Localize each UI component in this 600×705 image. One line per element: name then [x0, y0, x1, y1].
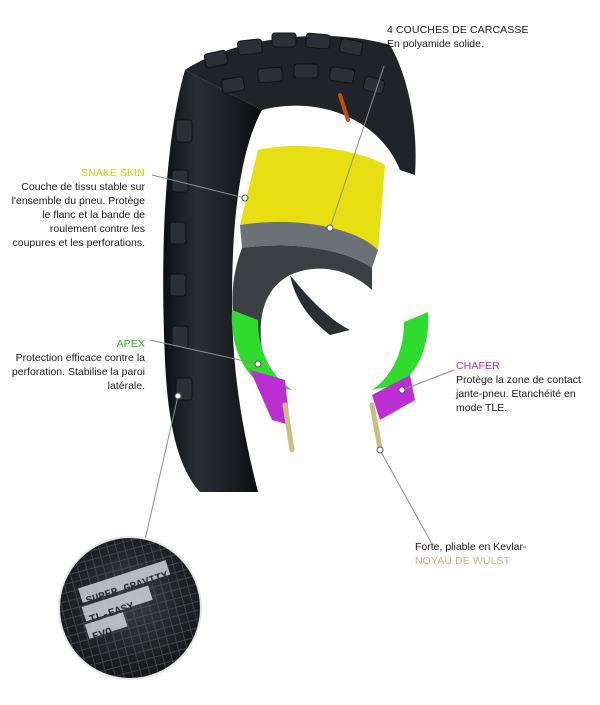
bead-title: NOYAU DE WULST: [415, 555, 511, 567]
chafer-layer-left: [250, 370, 290, 425]
apex-layer-right: [372, 312, 429, 390]
apex-text: Protection efficace contre la perforatio…: [11, 352, 145, 392]
apex-label: APEX Protection efficace contre la perfo…: [10, 337, 145, 393]
bead-text: Forte, pliable en Kevlar-: [415, 541, 527, 553]
inner-carcass: [232, 245, 372, 350]
bead-core-left: [282, 402, 295, 453]
chafer-label: CHAFER Protège la zone de contact jante-…: [456, 359, 591, 415]
sidewall-zoom-circle: SUPER GRAVITY TL-EASY EVO: [58, 536, 202, 680]
carcass-layer: [240, 221, 378, 268]
chafer-title: CHAFER: [456, 360, 500, 372]
bead-core-right: [369, 402, 383, 451]
chafer-text: Protège la zone de contact jante-pneu. E…: [456, 374, 581, 414]
carcass-label: 4 COUCHES DE CARCASSE En polyamide solid…: [387, 23, 577, 51]
snake-skin-title: SNAKE SKIN: [80, 167, 145, 179]
apex-title: APEX: [116, 338, 145, 350]
sidewall-text-2: EVO: [91, 626, 114, 644]
carcass-text: En polyamide solide.: [387, 38, 484, 50]
apex-layer-left: [231, 310, 292, 390]
carcass-title: 4 COUCHES DE CARCASSE: [387, 24, 529, 36]
tire-body: [163, 32, 416, 492]
bead-label: Forte, pliable en Kevlar- NOYAU DE WULST: [415, 540, 595, 568]
chafer-layer-right: [372, 375, 415, 420]
snake-skin-text: Couche de tissu stable sur l'ensemble du…: [11, 181, 145, 249]
snake-skin-label: SNAKE SKIN Couche de tissu stable sur l'…: [10, 166, 145, 250]
